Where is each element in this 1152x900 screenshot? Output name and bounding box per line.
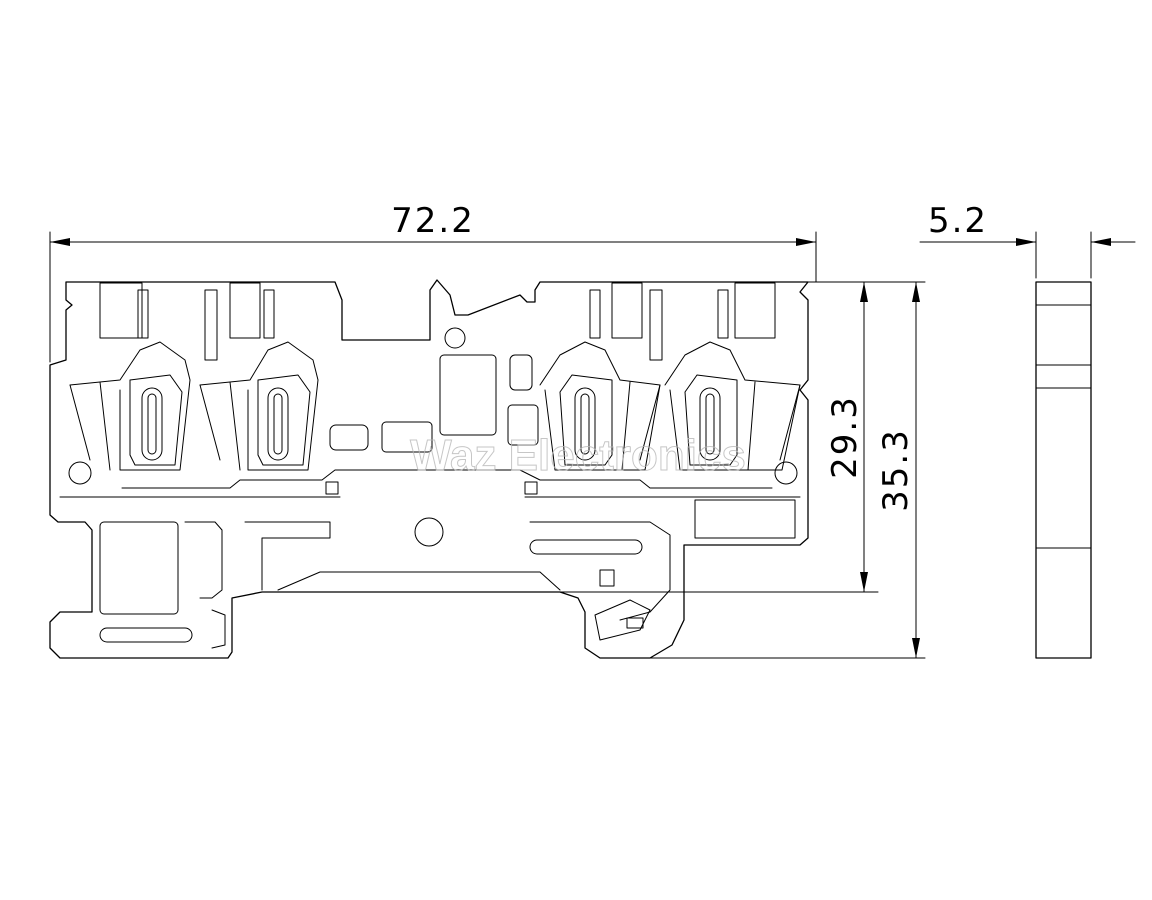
left-mounting-hole xyxy=(68,461,92,485)
dimension-label-side-width: 5.2 xyxy=(928,201,988,241)
center-top-features xyxy=(329,327,539,453)
dimension-label-overall-width: 72.2 xyxy=(391,201,475,241)
dimension-side-width: 5.2 xyxy=(919,201,1136,279)
right-mounting-hole xyxy=(774,461,798,485)
front-view xyxy=(49,279,809,659)
front-view-outline xyxy=(49,279,809,659)
spring-clamp-2 xyxy=(199,341,319,471)
busbar xyxy=(59,469,801,498)
spring-clamp-4 xyxy=(664,341,801,471)
dimension-height-total: 35.3 xyxy=(649,281,926,659)
dimension-overall-width: 72.2 xyxy=(49,201,817,363)
dimension-label-height-total: 35.3 xyxy=(876,428,916,512)
din-rail-foot xyxy=(99,499,796,649)
spring-clamp-3 xyxy=(539,341,661,471)
dimension-height-upper: 29.3 xyxy=(559,281,879,593)
side-view xyxy=(1035,281,1092,659)
center-hole xyxy=(414,517,444,547)
spring-clamp-1 xyxy=(69,341,191,471)
top-slots xyxy=(99,282,776,361)
watermark: Waz Electronics xyxy=(410,431,746,480)
dimension-label-height-upper: 29.3 xyxy=(825,395,865,479)
